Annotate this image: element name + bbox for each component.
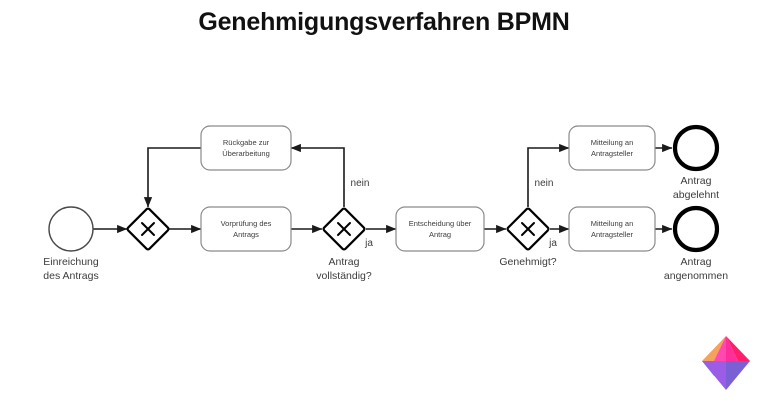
gateway-genehmigt[interactable]: Genehmigt? — [499, 207, 557, 268]
task-entscheidung-box — [395, 206, 485, 252]
flow-genehmigt-nein-to-mitteilung — [527, 143, 570, 207]
start-event-label-line1: Einreichung — [43, 256, 99, 268]
task-mitteilung-angenommen[interactable]: Mitteilung an Antragsteller — [568, 206, 656, 252]
task-rueckgabe-box — [200, 125, 292, 171]
edge-label-vollstaendig-nein: nein — [351, 178, 370, 189]
end-event-angenommen-label-line1: Antrag — [681, 256, 712, 268]
gateway-vollstaendig[interactable]: Antrag vollständig? — [316, 207, 372, 282]
task-mitteilung-abgelehnt-label-line1: Mitteilung an — [591, 138, 634, 147]
task-entscheidung-label-line1: Entscheidung über — [409, 219, 472, 228]
gateway-vollstaendig-cross-b — [337, 222, 351, 236]
task-mitteilung-angenommen-box — [568, 206, 656, 252]
task-mitteilung-abgelehnt-label-line2: Antragsteller — [591, 149, 634, 158]
task-vorpruefung-label-line2: Antrags — [233, 230, 259, 239]
diamond-gem-logo — [700, 334, 752, 392]
flow-rueckgabe-to-merge — [143, 147, 201, 208]
start-event-einreichung[interactable]: Einreichung des Antrags — [43, 206, 99, 282]
end-event-abgelehnt[interactable]: Antrag abgelehnt — [672, 124, 720, 201]
end-event-abgelehnt-label-line2: abgelehnt — [673, 189, 719, 201]
task-rueckgabe[interactable]: Rückgabe zur Überarbeitung — [200, 125, 292, 171]
logo-facet-pink — [714, 336, 726, 361]
task-rueckgabe-label-line1: Rückgabe zur — [223, 138, 270, 147]
start-event-label-line2: des Antrags — [43, 270, 98, 282]
task-mitteilung-abgelehnt[interactable]: Mitteilung an Antragsteller — [568, 125, 656, 171]
start-event-circle — [48, 206, 94, 252]
task-mitteilung-angenommen-label-line1: Mitteilung an — [591, 219, 634, 228]
gateway-merge-cross-b — [141, 222, 155, 236]
gateway-vollstaendig-label-line2: vollständig? — [316, 270, 372, 282]
logo-facet-violet — [726, 361, 750, 390]
task-rueckgabe-label-line2: Überarbeitung — [222, 149, 270, 158]
end-event-abgelehnt-circle — [672, 124, 720, 172]
edge-label-genehmigt-ja: ja — [548, 238, 557, 249]
gateway-genehmigt-label-line1: Genehmigt? — [499, 256, 556, 268]
flow-connectors — [93, 143, 673, 234]
page-title: Genehmigungsverfahren BPMN — [198, 8, 570, 36]
logo-facet-crimson — [726, 336, 750, 361]
task-vorpruefung-box — [200, 206, 292, 252]
gateway-merge[interactable] — [126, 207, 170, 251]
logo-facet-purple — [702, 361, 726, 390]
task-entscheidung-label-line2: Antrag — [429, 230, 451, 239]
edge-label-genehmigt-nein: nein — [535, 178, 554, 189]
task-vorpruefung-label-line1: Vorprüfung des — [221, 219, 272, 228]
task-mitteilung-abgelehnt-box — [568, 125, 656, 171]
flow-vollstaendig-nein-to-rueckgabe — [290, 143, 345, 207]
edge-label-vollstaendig-ja: ja — [364, 238, 373, 249]
gateway-genehmigt-cross-b — [521, 222, 535, 236]
task-vorpruefung[interactable]: Vorprüfung des Antrags — [200, 206, 292, 252]
end-event-angenommen-label-line2: angenommen — [664, 270, 728, 282]
task-mitteilung-angenommen-label-line2: Antragsteller — [591, 230, 634, 239]
task-entscheidung[interactable]: Entscheidung über Antrag — [395, 206, 485, 252]
end-event-abgelehnt-label-line1: Antrag — [681, 175, 712, 187]
end-event-angenommen-circle — [672, 205, 720, 253]
end-event-angenommen[interactable]: Antrag angenommen — [664, 205, 728, 282]
gateway-vollstaendig-label-line1: Antrag — [329, 256, 360, 268]
